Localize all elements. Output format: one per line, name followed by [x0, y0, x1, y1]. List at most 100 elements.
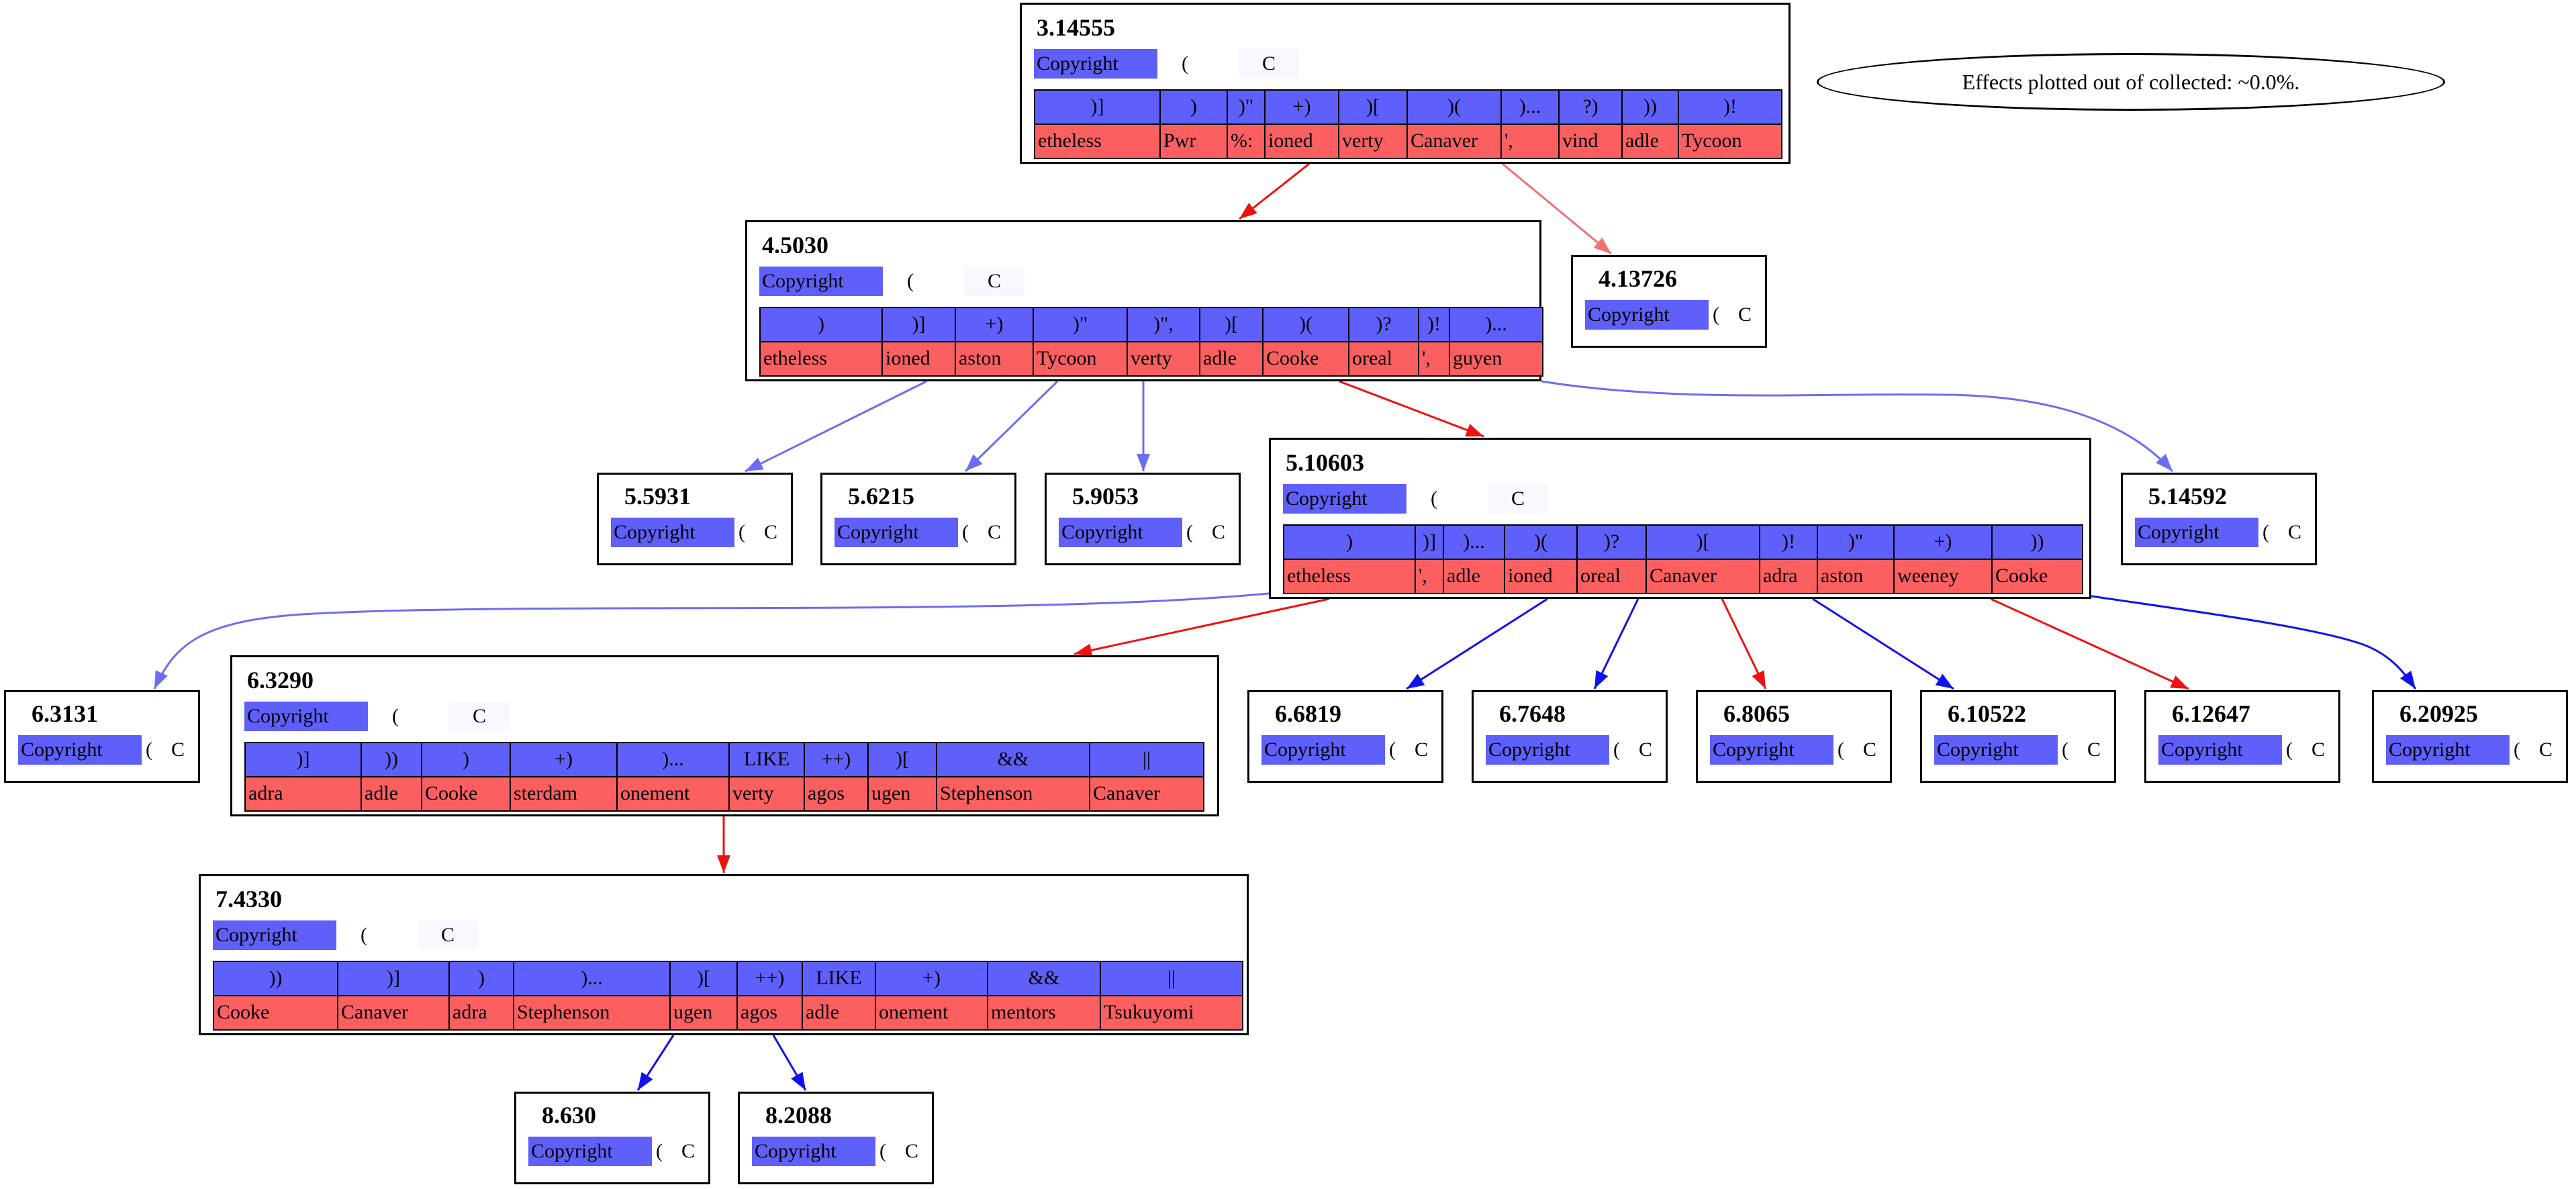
top-token-cell: )...	[1444, 526, 1505, 559]
top-token-cell: LIKE	[803, 962, 876, 995]
edge-arrowhead	[1137, 454, 1150, 471]
top-token-cell: +)	[1266, 91, 1339, 124]
label-name: Copyright	[1934, 735, 2058, 765]
top-token-cell: )	[422, 743, 511, 776]
bottom-token-cell: ',	[1419, 342, 1450, 375]
edge-arrowhead	[2170, 675, 2189, 689]
label-name: Copyright	[1059, 518, 1182, 547]
label-paren: (	[962, 521, 969, 543]
label-name: Copyright	[611, 518, 734, 547]
bottom-token-cell: ugen	[671, 996, 738, 1029]
label-paren: (	[1186, 521, 1193, 543]
label-name: Copyright	[244, 702, 368, 731]
label-name: Copyright	[2158, 735, 2282, 765]
label-paren: (	[1713, 303, 1719, 326]
top-token-cell: )"	[1034, 308, 1128, 341]
top-token-cell: )"	[1818, 526, 1895, 559]
top-token-cell: )(	[1505, 526, 1578, 559]
bottom-token-cell: Tsukuyomi	[1104, 1001, 1194, 1023]
bottom-token-cell: verty	[1339, 125, 1408, 158]
top-token-cell: )[	[869, 743, 937, 776]
edge-3-14555-to-4-13726	[1502, 162, 1612, 255]
edge-5-10603-to-6-3131	[153, 592, 1270, 689]
node-title: 6.10522	[1948, 700, 2026, 727]
bottom-token-cell: Canaver	[1647, 560, 1760, 593]
bottom-token-cell: agos	[805, 777, 869, 810]
top-token-cell: ++)	[805, 743, 869, 776]
edge-4-5030-to-5-14592	[1541, 380, 2174, 473]
bottom-token-cell: Pwr	[1161, 125, 1228, 158]
top-token-cell: &&	[937, 743, 1090, 776]
bottom-token-cell: Tycoon	[1034, 342, 1128, 375]
bottom-token-cell: etheless	[1284, 560, 1416, 593]
label-name: Copyright	[1034, 49, 1157, 79]
top-token-cell: ))	[2030, 530, 2044, 553]
label-name: Copyright	[1486, 735, 1609, 765]
bottom-token-cell: Canaver	[338, 996, 450, 1029]
node-title: 4.13726	[1599, 265, 1677, 292]
node-title: 3.14555	[1037, 14, 1115, 41]
label-name: Copyright	[759, 267, 883, 296]
edge-arrowhead	[638, 1072, 653, 1090]
bottom-token-cell: ioned	[883, 342, 956, 375]
bottom-token-cell: Cooke	[422, 777, 511, 810]
label-paren: (	[1182, 52, 1188, 75]
label-paren: (	[1389, 739, 1396, 761]
label-category: C	[1239, 49, 1299, 79]
bottom-token-cell: adra	[1760, 560, 1818, 593]
label-paren: (	[392, 705, 399, 727]
bottom-token-cell: adra	[450, 996, 514, 1029]
top-token-row: ))]+))")",)[)()?)!)...	[761, 308, 1542, 342]
edge-arrowhead	[745, 457, 764, 471]
top-token-cell: )...	[1485, 313, 1507, 335]
edge-arrowhead	[791, 1072, 806, 1090]
edge-5-10603-to-6-10522	[1812, 598, 1954, 690]
top-token-cell: )",	[1128, 308, 1200, 341]
top-token-cell: +)	[511, 743, 618, 776]
top-token-row: ))])...)()?)[)!)"+)))	[1284, 526, 2082, 560]
bottom-token-cell: ugen	[869, 777, 937, 810]
label-paren: (	[907, 270, 914, 292]
label-name: Copyright	[2386, 735, 2510, 765]
top-token-cell: +)	[1895, 526, 1993, 559]
label-name: Copyright	[1261, 735, 1385, 765]
edge-5-10603-to-6-6819	[1406, 598, 1548, 690]
label-paren: (	[2262, 521, 2269, 543]
edge-arrowhead	[1239, 203, 1257, 219]
label-name: Copyright	[2135, 518, 2258, 547]
label-paren: (	[361, 924, 367, 946]
label-name: Copyright	[1585, 300, 1709, 330]
edge-arrowhead	[2156, 454, 2173, 471]
top-token-cell: ||	[1167, 967, 1176, 989]
top-token-cell: ++)	[738, 962, 803, 995]
top-token-cell: ?)	[1560, 91, 1623, 124]
edge-arrowhead	[1406, 673, 1425, 689]
bottom-token-cell: Cooke	[1263, 342, 1349, 375]
top-token-cell: )]	[1035, 91, 1161, 124]
top-token-cell: )"	[1228, 91, 1266, 124]
bottom-token-cell: oreal	[1578, 560, 1647, 593]
label-category: C	[2287, 521, 2301, 543]
top-token-cell: )]	[883, 308, 956, 341]
node-title: 6.7648	[1499, 700, 1566, 727]
